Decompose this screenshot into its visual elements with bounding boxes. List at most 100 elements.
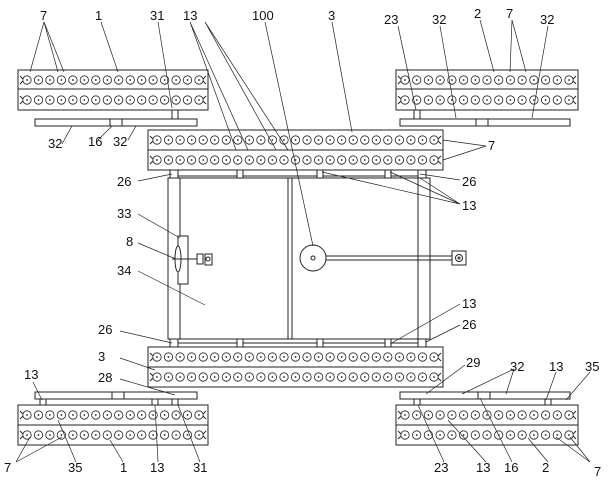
roller-axle bbox=[175, 434, 177, 436]
roller-axle bbox=[428, 79, 430, 81]
roller-axle bbox=[433, 139, 435, 141]
roller-axle bbox=[179, 159, 181, 161]
roller-axle bbox=[237, 159, 239, 161]
roller-axle bbox=[141, 414, 143, 416]
roller-axle bbox=[83, 79, 85, 81]
roller-axle bbox=[318, 356, 320, 358]
roller-axle bbox=[433, 356, 435, 358]
label-32-top-1: 32 bbox=[432, 12, 446, 27]
roller-axle bbox=[214, 376, 216, 378]
roller-axle bbox=[416, 79, 418, 81]
roller-axle bbox=[568, 79, 570, 81]
roller-axle bbox=[225, 139, 227, 141]
roller-axle bbox=[61, 434, 63, 436]
roller-axle bbox=[49, 414, 51, 416]
roller-axle bbox=[202, 139, 204, 141]
roller-axle bbox=[214, 159, 216, 161]
roller-axle bbox=[38, 414, 40, 416]
label-13-upper-right: 13 bbox=[462, 198, 476, 213]
roller-axle bbox=[474, 79, 476, 81]
roller-axle bbox=[422, 376, 424, 378]
roller-axle bbox=[191, 376, 193, 378]
roller-axle bbox=[295, 139, 297, 141]
roller-axle bbox=[352, 139, 354, 141]
label-31-bottom: 31 bbox=[193, 460, 207, 475]
roller-axle bbox=[428, 99, 430, 101]
roller-axle bbox=[168, 139, 170, 141]
roller-axle bbox=[26, 434, 28, 436]
roller-axle bbox=[422, 139, 424, 141]
rail-top-right bbox=[400, 110, 570, 126]
roller-axle bbox=[318, 376, 320, 378]
roller-axle bbox=[306, 356, 308, 358]
roller-axle bbox=[556, 99, 558, 101]
rail-bottom-right bbox=[400, 392, 570, 405]
roller-axle bbox=[202, 376, 204, 378]
roller-axle bbox=[428, 414, 430, 416]
roller-axle bbox=[533, 99, 535, 101]
roller-axle bbox=[568, 434, 570, 436]
label-13-bottom-2: 13 bbox=[476, 460, 490, 475]
roller-axle bbox=[118, 79, 120, 81]
roller-axle bbox=[568, 414, 570, 416]
roller-axle bbox=[198, 434, 200, 436]
roller-axle bbox=[72, 79, 74, 81]
roller-axle bbox=[463, 99, 465, 101]
roller-axle bbox=[404, 79, 406, 81]
roller-axle bbox=[451, 434, 453, 436]
roller-axle bbox=[486, 414, 488, 416]
roller-axle bbox=[404, 434, 406, 436]
roller-axle bbox=[61, 79, 63, 81]
roller-axle bbox=[106, 414, 108, 416]
label-16-bottom: 16 bbox=[504, 460, 518, 475]
roller-axle bbox=[306, 139, 308, 141]
roller-axle bbox=[329, 139, 331, 141]
roller-axle bbox=[387, 376, 389, 378]
roller-axle bbox=[463, 434, 465, 436]
roller-axle bbox=[451, 414, 453, 416]
roller-axle bbox=[318, 139, 320, 141]
roller-axle bbox=[175, 99, 177, 101]
roller-axle bbox=[410, 376, 412, 378]
roller-axle bbox=[156, 376, 158, 378]
label-2-bottom: 2 bbox=[542, 460, 549, 475]
roller-axle bbox=[510, 414, 512, 416]
roller-axle bbox=[521, 414, 523, 416]
label-7-top-left: 7 bbox=[40, 8, 47, 23]
label-3-bottom: 3 bbox=[98, 349, 105, 364]
roller-axle bbox=[510, 434, 512, 436]
label-26-upper-right: 26 bbox=[462, 174, 476, 189]
roller-axle bbox=[364, 159, 366, 161]
roller-axle bbox=[510, 79, 512, 81]
roller-axle bbox=[295, 356, 297, 358]
roller-axle bbox=[416, 99, 418, 101]
label-13-bottom-left: 13 bbox=[24, 367, 38, 382]
roller-axle bbox=[141, 434, 143, 436]
roller-axle bbox=[26, 414, 28, 416]
roller-axle bbox=[83, 434, 85, 436]
roller-axle bbox=[387, 356, 389, 358]
roller-axle bbox=[237, 376, 239, 378]
roller-axle bbox=[129, 99, 131, 101]
roller-axle bbox=[260, 356, 262, 358]
roller-axle bbox=[248, 139, 250, 141]
roller-axle bbox=[533, 79, 535, 81]
roller-axle bbox=[364, 139, 366, 141]
roller-axle bbox=[152, 414, 154, 416]
roller-axle bbox=[341, 139, 343, 141]
roller-axle bbox=[260, 139, 262, 141]
label-32-left-1: 32 bbox=[48, 136, 62, 151]
roller-axle bbox=[191, 139, 193, 141]
label-23-top: 23 bbox=[384, 12, 398, 27]
roller-axle bbox=[364, 356, 366, 358]
roller-axle bbox=[387, 159, 389, 161]
roller-axle bbox=[260, 159, 262, 161]
roller-axle bbox=[433, 376, 435, 378]
roller-axle bbox=[164, 79, 166, 81]
roller-axle bbox=[118, 434, 120, 436]
roller-axle bbox=[272, 376, 274, 378]
roller-axle bbox=[38, 434, 40, 436]
roller-axle bbox=[399, 356, 401, 358]
roller-axle bbox=[556, 79, 558, 81]
